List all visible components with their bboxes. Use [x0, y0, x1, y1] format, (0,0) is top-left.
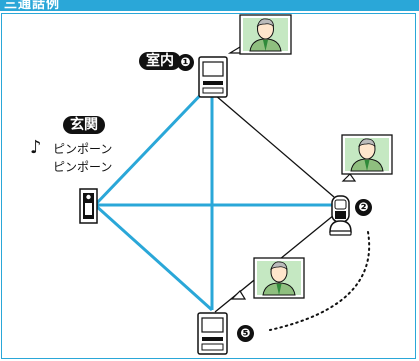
cordless-handset [329, 195, 352, 236]
video-bubble-bottom [230, 257, 305, 300]
chime-text-line2: ピンポーン [53, 160, 113, 174]
chime-text-line1: ピンポーン [53, 142, 113, 156]
header-bar: 三通話例 [0, 0, 419, 12]
diagram-title: 三通話例 [4, 0, 61, 12]
line-indoor-to-handset [214, 94, 335, 198]
badge-number-2: ❷ [355, 199, 372, 216]
diagram-frame [1, 13, 416, 359]
line-entrance-to-bottom-monitor [93, 203, 214, 312]
indoor-monitor-bottom [197, 312, 228, 355]
badge-number-1: ❶ [177, 54, 194, 71]
entrance-door-station [79, 188, 98, 224]
music-note-icon: ♪ [30, 137, 42, 158]
video-bubble-top [227, 14, 292, 55]
entrance-connection-lines [93, 83, 332, 312]
video-bubble-right [341, 134, 393, 182]
indoor-monitor-top [198, 56, 228, 98]
wireless-path [269, 231, 371, 331]
entrance-label: 玄関 [63, 116, 105, 134]
indoor-label: 室内 [139, 52, 181, 70]
badge-number-5: ❺ [237, 325, 254, 342]
line-entrance-to-indoor [93, 83, 212, 207]
